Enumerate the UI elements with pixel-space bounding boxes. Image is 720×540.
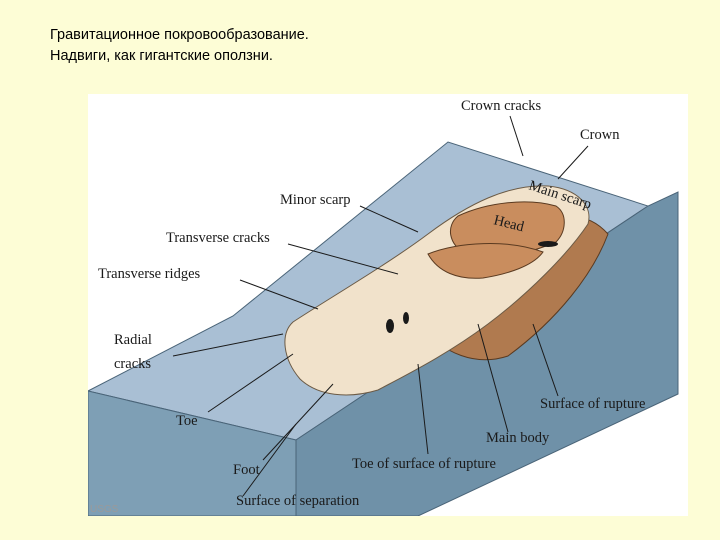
- rupture-mark: [403, 312, 409, 324]
- landslide-block-svg: Crown cracks Crown Minor scarp Transvers…: [88, 98, 679, 516]
- block-front-face: [88, 390, 297, 516]
- leader-surface-of-rupture: [532, 323, 559, 397]
- leader-surface-of-separation: [242, 423, 297, 497]
- label-crown: Crown: [580, 127, 620, 143]
- label-crown-cracks: Crown cracks: [461, 98, 541, 114]
- label-surface-of-rupture: Surface of rupture: [540, 396, 645, 412]
- label-toe: Toe: [176, 413, 198, 429]
- label-surface-of-separation: Surface of separation: [236, 493, 360, 509]
- leader-toe: [207, 353, 294, 413]
- landslide-diagram: Crown cracks Crown Minor scarp Transvers…: [88, 94, 688, 516]
- slide-title: Гравитационное покровообразование. Надви…: [50, 25, 309, 67]
- leader-transverse-ridges: [239, 279, 319, 310]
- leader-radial-cracks: [172, 333, 284, 357]
- rupture-mark: [386, 319, 394, 333]
- label-transverse-ridges: Transverse ridges: [98, 266, 201, 282]
- leader-toe-of-surface-of-rupture: [417, 363, 429, 455]
- leader-transverse-cracks: [287, 243, 399, 275]
- leader-foot: [262, 383, 334, 461]
- leader-crown: [557, 145, 589, 180]
- minor-scarp-band: [427, 243, 544, 279]
- title-line-1: Гравитационное покровообразование.: [50, 27, 309, 43]
- label-head: Head: [492, 212, 526, 235]
- label-radial-cracks-line1: Radial: [114, 332, 152, 348]
- label-minor-scarp: Minor scarp: [280, 192, 350, 208]
- label-foot: Foot: [233, 462, 260, 478]
- label-main-body: Main body: [486, 430, 550, 446]
- label-radial-cracks-line2: cracks: [114, 356, 151, 372]
- rupture-mark: [538, 241, 558, 247]
- leader-crown-cracks: [509, 115, 524, 157]
- label-toe-of-surface-of-rupture: Toe of surface of rupture: [352, 456, 496, 472]
- title-line-2: Надвиги, как гигантские оползни.: [50, 48, 273, 64]
- leader-main-body: [477, 323, 509, 433]
- credit-usgs: USGS: [90, 504, 119, 515]
- label-transverse-cracks: Transverse cracks: [166, 230, 270, 246]
- leader-minor-scarp: [359, 205, 419, 233]
